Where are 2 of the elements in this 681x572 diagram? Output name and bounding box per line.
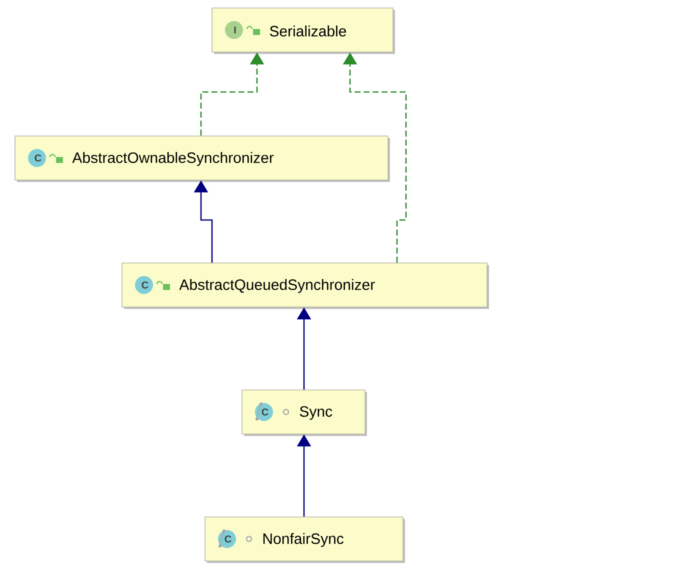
class-name: Serializable (270, 26, 346, 36)
class-name: NonfairSync (263, 533, 344, 547)
